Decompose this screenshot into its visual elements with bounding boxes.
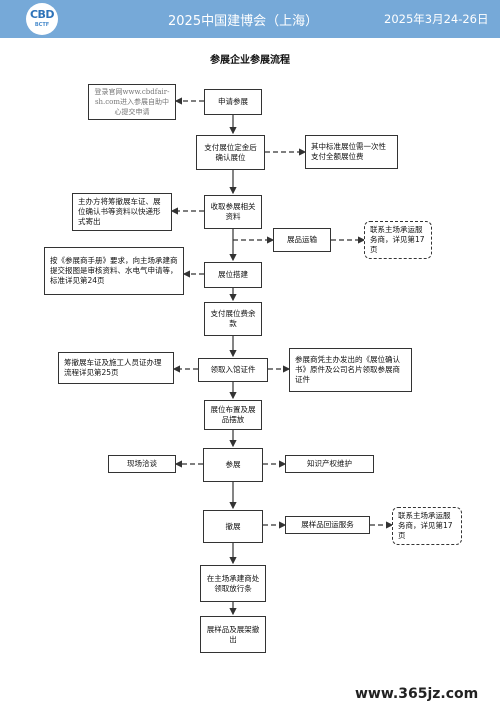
note-apply: 登录官网www.cbdfair-sh.com进入参展自助中心提交申请 (88, 84, 176, 120)
watermark-url: www.365jz.com (355, 686, 479, 702)
step-materials: 收取参展相关资料 (204, 195, 262, 229)
note-ip: 知识产权维护 (285, 455, 374, 473)
step-release-pass: 在主场承建商处领取放行条 (200, 565, 266, 602)
logo-text: CBD (29, 8, 55, 21)
note-return-contact: 联系主场承运服务商，详见第17页 (392, 507, 462, 545)
note-onsite: 现场洽谈 (108, 455, 176, 473)
step-arrange: 展位布置及展品摆放 (204, 400, 262, 430)
step-removal: 展样品及展架撤出 (200, 616, 266, 653)
logo-subtext: BCTF (34, 22, 50, 28)
cbd-logo: CBD BCTF (26, 3, 58, 35)
note-materials: 主办方将筹撤展车证、展位确认书等资料以快递形式寄出 (72, 193, 172, 231)
page-title: 参展企业参展流程 (210, 55, 290, 66)
step-deposit: 支付展位定金后确认展位 (196, 135, 265, 170)
note-badge: 参展商凭主办发出的《展位确认书》原件及公司名片领取参展商证件 (289, 348, 412, 392)
step-exhibit: 参展 (203, 448, 263, 482)
note-transport: 展品运输 (273, 228, 331, 252)
step-build: 展位搭建 (204, 262, 262, 288)
header-title: 2025中国建博会（上海） (168, 14, 319, 29)
note-transport-contact: 联系主场承运服务商，详见第17页 (364, 221, 432, 259)
step-balance: 支付展位费余款 (204, 302, 262, 336)
step-badge: 领取入馆证件 (198, 358, 268, 382)
note-build: 按《参展商手册》要求，向主场承建商提交报图是审核资料、水电气申请等，标准详见第2… (44, 247, 184, 295)
header-bar: CBD BCTF 2025中国建博会（上海） 2025年3月24-26日 (0, 0, 500, 38)
step-apply: 申请参展 (204, 89, 262, 115)
header-date: 2025年3月24-26日 (384, 12, 489, 26)
note-car-pass: 筹撤展车证及施工人员证办理流程详见第25页 (58, 352, 174, 384)
note-return-service: 展样品回运服务 (285, 516, 370, 534)
step-dismantle: 撤展 (203, 510, 263, 543)
note-deposit: 其中标准展位需一次性支付全额展位费 (305, 135, 398, 169)
